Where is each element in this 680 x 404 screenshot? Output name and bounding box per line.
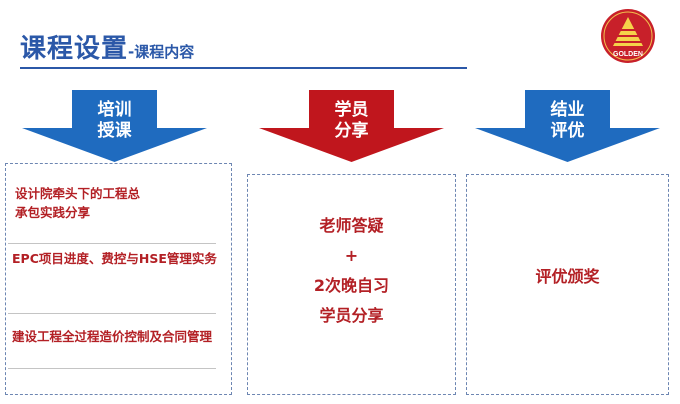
sharing-text: 老师答疑 + 2次晚自习 学员分享	[248, 211, 455, 331]
evening-study-line: 2次晚自习	[313, 276, 390, 295]
award-text: 评优颁奖	[535, 267, 600, 286]
page-subtitle: -课程内容	[128, 43, 195, 61]
sharing-content-box: 老师答疑 + 2次晚自习 学员分享	[247, 174, 456, 395]
course-item-epc-management: EPC项目进度、费控与HSE管理实务	[12, 251, 217, 266]
logo-text: GOLDEN	[613, 51, 643, 58]
divider	[8, 243, 216, 244]
student-sharing-line: 学员分享	[319, 306, 384, 325]
arrow-graduation-label: 结业 评优	[550, 100, 585, 141]
golden-logo: GOLDEN	[600, 8, 656, 64]
graduation-content-box: 评优颁奖	[466, 174, 669, 395]
plus-line: +	[344, 246, 359, 265]
page-title-group: 课程设置-课程内容	[20, 28, 194, 65]
divider	[8, 368, 216, 369]
divider	[8, 313, 216, 314]
arrow-sharing: 学员 分享	[259, 90, 444, 162]
arrow-training-label: 培训 授课	[97, 100, 132, 141]
training-content-box: 设计院牵头下的工程总 承包实践分享 EPC项目进度、费控与HSE管理实务 建设工…	[5, 163, 232, 395]
arrow-training: 培训 授课	[22, 90, 207, 162]
title-underline	[20, 67, 467, 69]
course-item-cost-control: 建设工程全过程造价控制及合同管理	[12, 329, 213, 344]
page-title: 课程设置	[20, 34, 129, 64]
course-item-epc-practice: 设计院牵头下的工程总 承包实践分享	[15, 186, 141, 220]
arrow-sharing-label: 学员 分享	[334, 100, 369, 141]
qa-line: 老师答疑	[319, 216, 384, 235]
arrow-graduation: 结业 评优	[475, 90, 660, 162]
